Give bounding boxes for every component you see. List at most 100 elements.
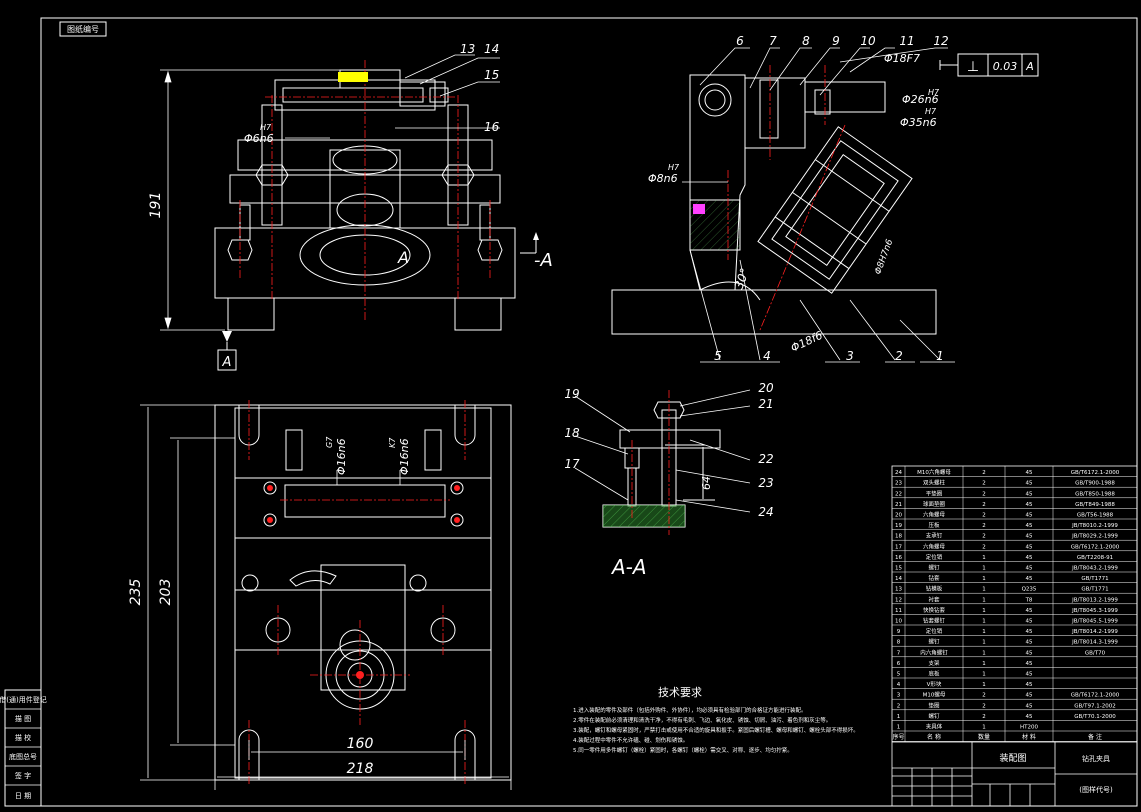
bom-cell: 6 xyxy=(897,661,901,667)
top-view[interactable] xyxy=(214,404,512,781)
bom-cell: 45 xyxy=(1026,703,1033,709)
bom-cell: 10 xyxy=(895,619,902,625)
bom-cell: 六角螺母 xyxy=(923,542,946,550)
part-label: 17 xyxy=(564,457,580,471)
section-title: A-A xyxy=(610,555,647,579)
dim-height-label: 191 xyxy=(148,192,164,219)
part-label: 2 xyxy=(895,349,903,363)
note-item: 3.装配，螺钉和螺母紧固时，严禁打击或使用不合适的旋具和扳手。紧固后螺钉槽、螺母… xyxy=(573,726,859,734)
bom-cell: 45 xyxy=(1026,491,1033,497)
tolerance-value: 0.03 xyxy=(993,60,1018,73)
bom-cell: M10螺母 xyxy=(923,691,946,699)
bom-cell: GB/T97.1-2002 xyxy=(1074,703,1115,709)
bom-cell: 2 xyxy=(982,693,986,699)
part-label: 18 xyxy=(564,426,580,440)
bom-cell: 21 xyxy=(895,502,902,508)
bom-cell: 2 xyxy=(982,502,986,508)
dim-label: 203 xyxy=(158,579,174,606)
part-label: 16 xyxy=(484,120,500,134)
bom-cell: JB/T8045.3-1999 xyxy=(1071,608,1118,614)
bom-cell: 1 xyxy=(982,597,986,603)
bom-cell: GB/T900-1988 xyxy=(1075,481,1115,487)
fit-label: H7 xyxy=(928,88,940,97)
bom-cell: GB/T70 xyxy=(1085,650,1106,656)
bom-cell: GB/T849-1988 xyxy=(1075,502,1115,508)
bom-cell: 2 xyxy=(982,544,986,550)
note-item: 2.零件在装配前必须清理和清洗干净，不得有毛刺、飞边、氧化皮、锈蚀、切屑、油污、… xyxy=(573,716,831,724)
bom-cell: 1 xyxy=(897,714,901,720)
bom-cell: 螺钉 xyxy=(928,712,940,720)
bom-cell: 钻套 xyxy=(928,574,940,582)
part-label: 6 xyxy=(736,34,744,48)
side-centerlines xyxy=(727,65,846,331)
part-label: 23 xyxy=(758,476,773,490)
section-dim: 64 xyxy=(700,476,713,490)
bom-cell: 钻模板 xyxy=(926,585,943,593)
bom-cell: 2 xyxy=(982,523,986,529)
part-label: 12 xyxy=(933,34,948,48)
bom-cell: 13 xyxy=(895,587,902,593)
strip-label: 签 字 xyxy=(15,771,31,780)
bom-cell: 1 xyxy=(982,619,986,625)
bom-header-cell: 材 料 xyxy=(1022,733,1036,741)
bom-cell: 7 xyxy=(897,650,901,656)
notes-heading: 技术要求 xyxy=(658,686,702,699)
dim-191 xyxy=(160,69,340,331)
bom-cell: 垫圈 xyxy=(928,701,940,709)
part-label: 24 xyxy=(758,505,773,519)
part-label: 19 xyxy=(564,387,579,401)
bom-cell: 45 xyxy=(1026,672,1033,678)
bom-cell: 2 xyxy=(982,534,986,540)
bom-cell: 4 xyxy=(897,682,901,688)
strip-label: 描 校 xyxy=(15,733,31,742)
bom-cell: 45 xyxy=(1026,544,1033,550)
bom-cell: 钻套螺钉 xyxy=(923,617,946,625)
fit-label: Φ18f6 xyxy=(789,329,825,355)
bom-cell: 2 xyxy=(982,513,986,519)
bom-cell: 45 xyxy=(1026,534,1033,540)
tolerance-frame xyxy=(939,53,1039,77)
bom-cell: 45 xyxy=(1026,576,1033,582)
bom-cell: 螺钉 xyxy=(928,638,940,646)
bom-cell: 22 xyxy=(895,491,902,497)
section-mark: -A xyxy=(534,250,553,271)
side-highlight xyxy=(693,204,705,214)
bom-cell: 45 xyxy=(1026,513,1033,519)
left-strip xyxy=(5,708,41,786)
fit-label: Φ8H7n6 xyxy=(873,238,895,276)
bom-cell: T8 xyxy=(1025,597,1033,603)
bom-cell: HT200 xyxy=(1020,725,1038,731)
bom-cell: 六角螺母 xyxy=(923,511,946,519)
bom-cell: GB/T6172.1-2000 xyxy=(1071,470,1120,476)
bom-cell: 支架 xyxy=(928,659,940,667)
fit-label: Φ8n6 xyxy=(648,172,678,185)
bom-cell: GB/T6172.1-2000 xyxy=(1071,544,1120,550)
top-centerlines xyxy=(248,400,466,785)
bom-cell: 双头螺柱 xyxy=(923,479,946,487)
note-item: 1.进入装配的零件及部件（包括外购件、外协件），均必须具有检验部门的合格证方能进… xyxy=(573,706,807,714)
side-view[interactable] xyxy=(611,74,937,335)
bom-cell: 45 xyxy=(1026,693,1033,699)
bom-header-cell: 序号 xyxy=(892,733,904,741)
part-label: 4 xyxy=(763,349,771,363)
bom-cell: 球面垫圈 xyxy=(923,500,946,508)
bom-cell: 2 xyxy=(897,703,901,709)
part-label: 22 xyxy=(758,452,773,466)
bom-cell: GB/T2208-91 xyxy=(1077,555,1113,561)
dim-label: 160 xyxy=(347,736,374,752)
front-centerlines xyxy=(239,60,491,320)
bom-cell: 夹具体 xyxy=(926,723,943,731)
bom-cell: 45 xyxy=(1026,682,1033,688)
part-label: 21 xyxy=(758,397,773,411)
bom-cell: 16 xyxy=(895,555,902,561)
bom-cell: 45 xyxy=(1026,640,1033,646)
bom-cell: GB/T6172.1-2000 xyxy=(1071,693,1120,699)
bom-cell: 1 xyxy=(982,725,986,731)
bom-cell: 45 xyxy=(1026,523,1033,529)
bom-cell: JB/T8014.3-1999 xyxy=(1071,640,1118,646)
fit-label: K7 xyxy=(388,437,397,448)
datum-label: A xyxy=(222,355,232,370)
bom-cell: 2 xyxy=(982,491,986,497)
